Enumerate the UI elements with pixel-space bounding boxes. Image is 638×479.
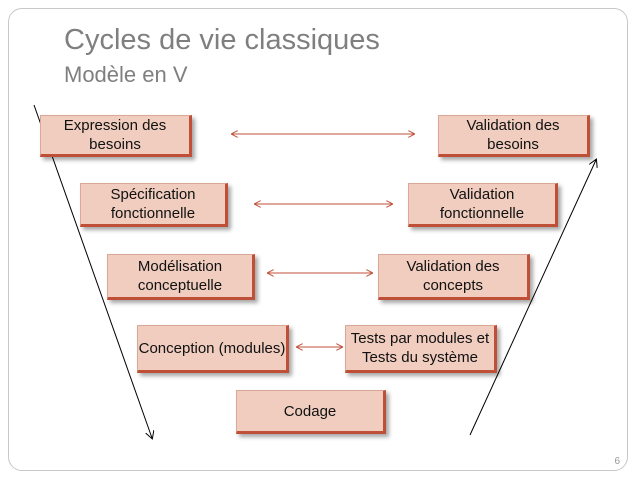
box-validation-fonctionnelle: Validation fonctionnelle bbox=[408, 183, 558, 227]
slide-title: Cycles de vie classiques bbox=[64, 24, 380, 56]
box-validation-concepts: Validation des concepts bbox=[378, 254, 530, 300]
slide-subtitle: Modèle en V bbox=[64, 62, 188, 87]
box-specification-fonctionnelle: Spécification fonctionnelle bbox=[80, 183, 228, 227]
box-expression-besoins: Expression des besoins bbox=[40, 115, 192, 157]
box-validation-besoins: Validation des besoins bbox=[438, 115, 590, 157]
box-modelisation-conceptuelle: Modélisation conceptuelle bbox=[107, 254, 255, 300]
box-tests-modules-systeme: Tests par modules et Tests du système bbox=[345, 325, 497, 373]
v-right-ascending-arrow bbox=[469, 160, 596, 436]
slide-frame bbox=[8, 8, 628, 471]
box-conception-modules: Conception (modules) bbox=[137, 325, 289, 373]
page-number: 6 bbox=[614, 456, 620, 467]
box-codage: Codage bbox=[236, 390, 386, 434]
v-left-descending-arrow bbox=[33, 104, 152, 438]
